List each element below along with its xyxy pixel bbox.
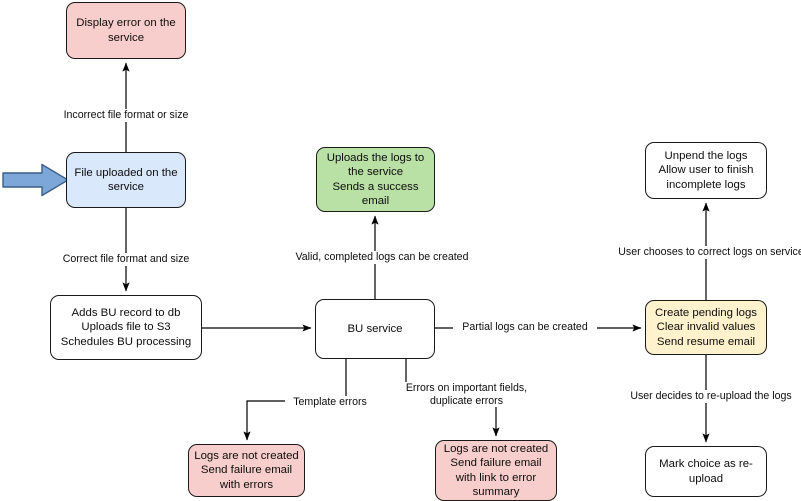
node-bu-service[interactable]: BU service bbox=[315, 299, 435, 359]
edge-label-template-errors: Template errors bbox=[285, 396, 375, 409]
node-mark-choice-as-reupload[interactable]: Mark choice as re- upload bbox=[645, 446, 767, 497]
node-unpend-logs[interactable]: Unpend the logs Allow user to finish inc… bbox=[645, 142, 767, 199]
node-logs-not-created-field-errors[interactable]: Logs are not created Send failure email … bbox=[435, 440, 557, 501]
node-uploads-logs-success[interactable]: Uploads the logs to the service Sends a … bbox=[316, 147, 435, 212]
node-display-error[interactable]: Display error on the service bbox=[66, 2, 186, 59]
node-create-pending-logs[interactable]: Create pending logs Clear invalid values… bbox=[645, 300, 767, 355]
node-logs-not-created-template-errors[interactable]: Logs are not created Send failure email … bbox=[188, 444, 305, 497]
node-file-uploaded-on-service[interactable]: File uploaded on the service bbox=[66, 152, 186, 208]
edge-label-valid-completed-logs: Valid, completed logs can be created bbox=[276, 251, 488, 264]
edge-label-correct-file-format: Correct file format and size bbox=[45, 253, 207, 266]
external-input-block-arrow bbox=[2, 163, 69, 197]
node-adds-bu-record[interactable]: Adds BU record to db Uploads file to S3 … bbox=[50, 295, 202, 360]
edge-label-partial-logs: Partial logs can be created bbox=[453, 321, 597, 334]
edge-label-user-corrects-logs: User chooses to correct logs on service bbox=[601, 246, 801, 259]
edge-label-errors-important-fields: Errors on important fields, duplicate er… bbox=[389, 382, 544, 407]
edge-label-user-decides-reupload: User decides to re-upload the logs bbox=[611, 390, 801, 403]
edge-label-incorrect-file-format: Incorrect file format or size bbox=[44, 109, 208, 122]
